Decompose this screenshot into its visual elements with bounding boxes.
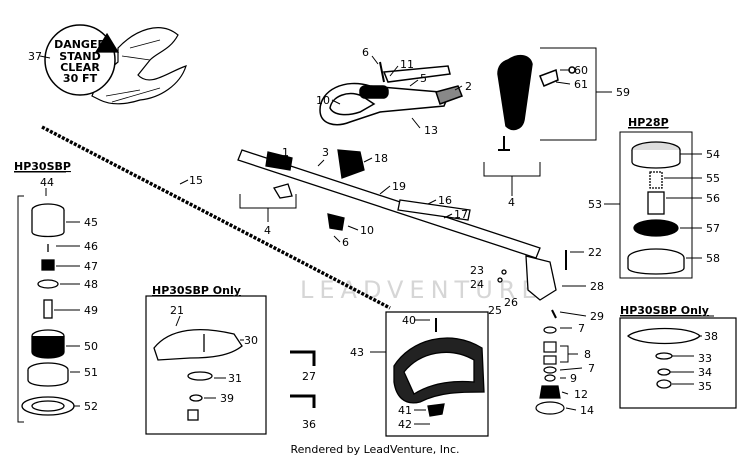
- callout-43: 43: [350, 346, 364, 359]
- callout-34: 34: [698, 366, 712, 379]
- callout-21: 21: [170, 304, 184, 317]
- callout-48: 48: [84, 278, 98, 291]
- callout-17: 17: [454, 208, 468, 221]
- callout-33: 33: [698, 352, 712, 365]
- callout-11: 11: [400, 58, 414, 71]
- section-hp30sbp: HP30SBP: [14, 160, 71, 173]
- decal-line-3: CLEAR: [60, 61, 100, 74]
- hex-wrenches: [290, 350, 316, 408]
- callout-51: 51: [84, 366, 98, 379]
- hp30sbp-head-parts: [21, 203, 75, 416]
- callout-41: 41: [398, 404, 412, 417]
- hp30sbp-only-box-right: [619, 317, 737, 409]
- callout-42: 42: [398, 418, 412, 431]
- callout-58: 58: [706, 252, 720, 265]
- callout-26: 26: [504, 296, 518, 309]
- hp28p-head-parts: [627, 141, 685, 275]
- callout-4-right: 4: [508, 196, 515, 209]
- callout-40: 40: [402, 314, 416, 327]
- callout-30: 30: [244, 334, 258, 347]
- spindle-parts: [535, 326, 565, 415]
- callout-29: 29: [590, 310, 604, 323]
- callout-54: 54: [706, 148, 720, 161]
- handle-assembly: [319, 61, 463, 126]
- callout-37: 37: [28, 50, 42, 63]
- callout-52: 52: [84, 400, 98, 413]
- callout-19: 19: [392, 180, 406, 193]
- main-shaft: [237, 149, 541, 259]
- callout-5: 5: [420, 72, 427, 85]
- callout-9: 9: [570, 372, 577, 385]
- decal-line-1: DANGER: [54, 38, 106, 51]
- callout-7-top: 7: [578, 322, 585, 335]
- section-hp30sbp-only-left: HP30SBP Only: [152, 284, 241, 297]
- callout-45: 45: [84, 216, 98, 229]
- callout-8: 8: [584, 348, 591, 361]
- section-hp30sbp-only-right: HP30SBP Only: [620, 304, 709, 317]
- callout-59: 59: [616, 86, 630, 99]
- callout-12: 12: [574, 388, 588, 401]
- callout-2: 2: [465, 80, 472, 93]
- callout-61: 61: [574, 78, 588, 91]
- debris-shield: [393, 318, 485, 417]
- callout-25: 25: [488, 304, 502, 317]
- callout-22: 22: [588, 246, 602, 259]
- footer-credit: Rendered by LeadVenture, Inc.: [290, 443, 460, 456]
- callout-35: 35: [698, 380, 712, 393]
- callout-24: 24: [470, 278, 484, 291]
- callout-44: 44: [40, 176, 54, 189]
- callout-14: 14: [580, 404, 594, 417]
- callout-4-left: 4: [264, 224, 271, 237]
- blade-adapter-parts: [626, 327, 701, 389]
- callout-3: 3: [322, 146, 329, 159]
- callout-7-bottom: 7: [588, 362, 595, 375]
- callout-18: 18: [374, 152, 388, 165]
- callout-39: 39: [220, 392, 234, 405]
- callout-57: 57: [706, 222, 720, 235]
- callout-55: 55: [706, 172, 720, 185]
- callout-23: 23: [470, 264, 484, 277]
- callout-50: 50: [84, 340, 98, 353]
- callout-49: 49: [84, 304, 98, 317]
- callout-27: 27: [302, 370, 316, 383]
- section-hp28p: HP28P: [628, 116, 669, 129]
- callout-36: 36: [302, 418, 316, 431]
- shield-hp30sbp-parts: [153, 329, 243, 421]
- callout-53: 53: [588, 198, 602, 211]
- callout-6-top: 6: [362, 46, 369, 59]
- callout-16: 16: [438, 194, 452, 207]
- callout-13: 13: [424, 124, 438, 137]
- assist-handle: [497, 54, 576, 151]
- callout-15: 15: [189, 174, 203, 187]
- callout-28: 28: [590, 280, 604, 293]
- gearhead: [497, 250, 567, 319]
- decal-line-4: 30 FT: [63, 72, 98, 85]
- callout-60: 60: [574, 64, 588, 77]
- flex-shaft: [41, 125, 391, 310]
- callout-47: 47: [84, 260, 98, 273]
- callout-10-top: 10: [316, 94, 330, 107]
- warning-decal: [44, 24, 187, 105]
- callout-1: 1: [282, 146, 289, 159]
- callout-56: 56: [706, 192, 720, 205]
- hp30sbp-only-box-left: [145, 295, 267, 435]
- callout-38: 38: [704, 330, 718, 343]
- callout-6-bottom: 6: [342, 236, 349, 249]
- callout-46: 46: [84, 240, 98, 253]
- callout-10-bottom: 10: [360, 224, 374, 237]
- decal-line-2: STAND: [59, 50, 100, 63]
- callout-31: 31: [228, 372, 242, 385]
